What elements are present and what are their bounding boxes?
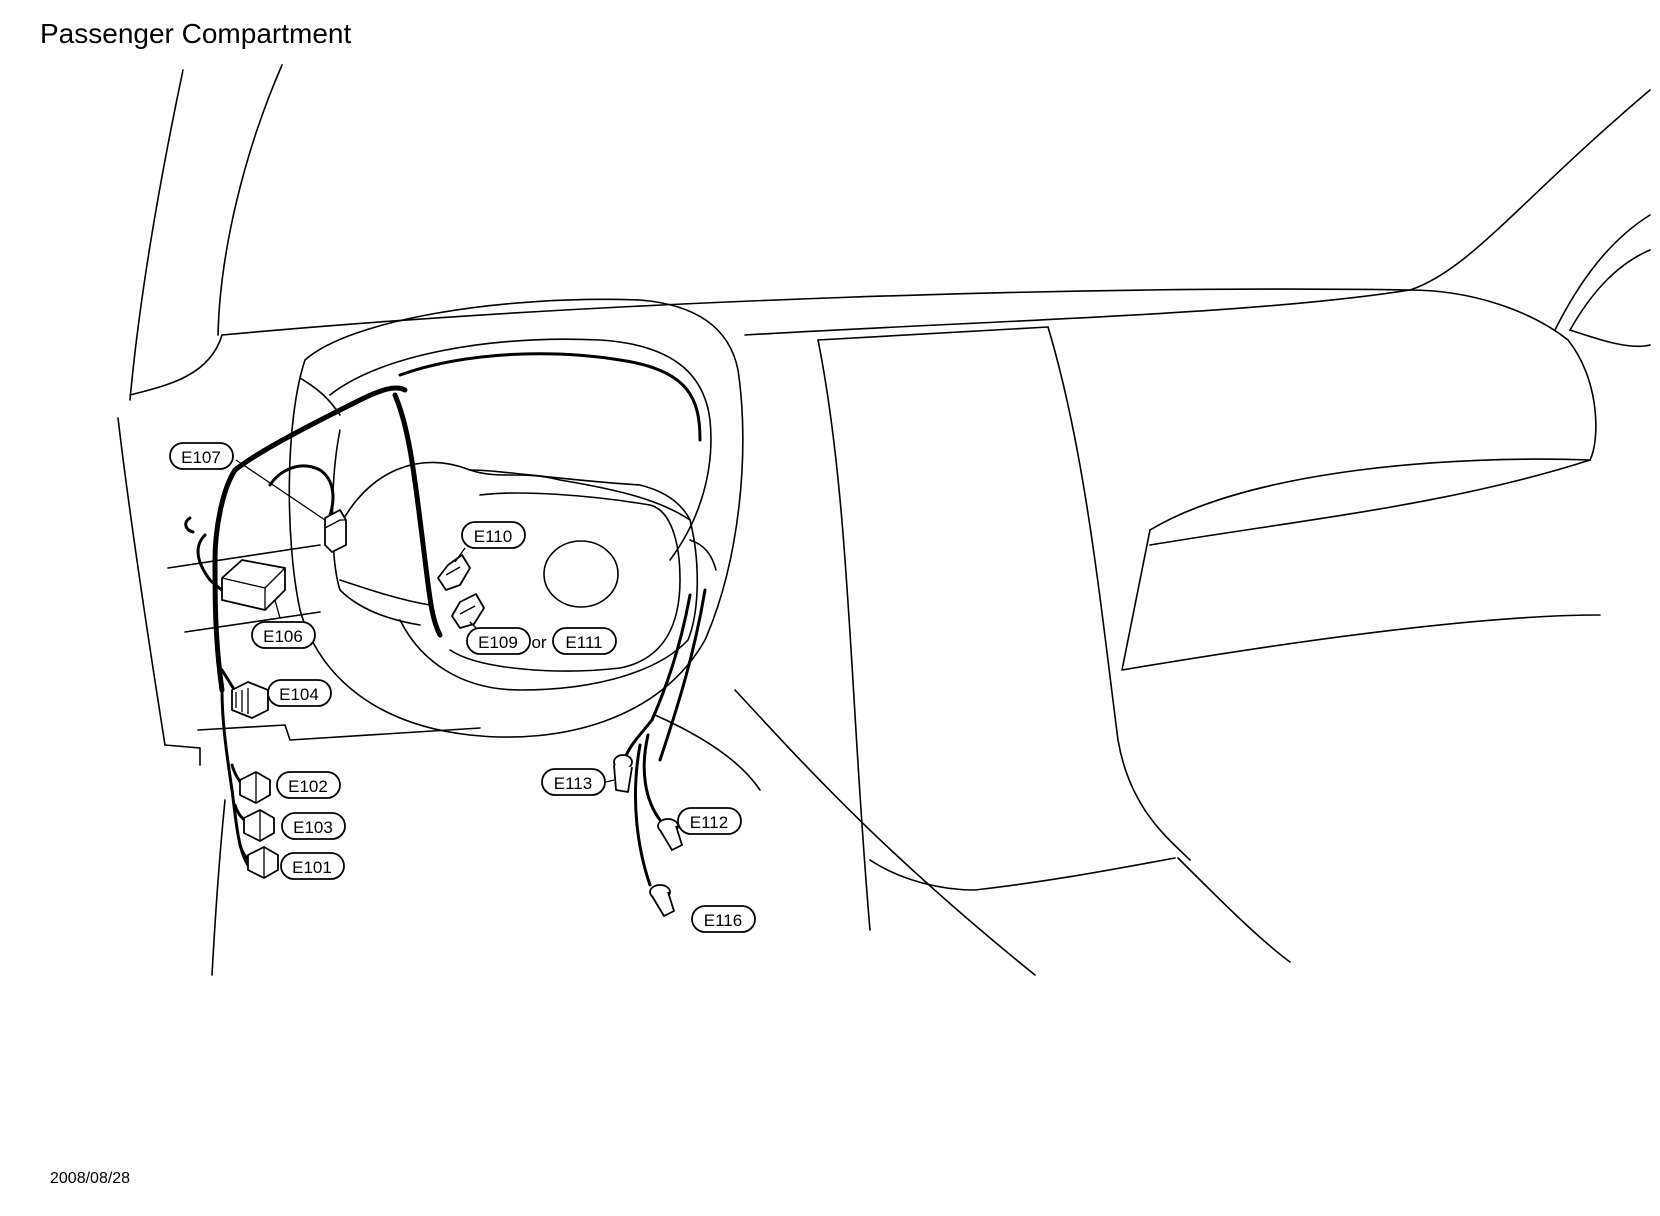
steering-wheel-inner-rim [329,338,712,561]
label-e104: E104 [267,679,332,707]
leader-e110 [454,547,466,563]
connector-e112-body [657,818,683,851]
label-e110-text: E110 [474,527,512,546]
label-e109-text: E109 [478,633,518,652]
wheel-spoke-upper [299,377,341,416]
knee-panel-lower [184,611,321,633]
label-e101: E101 [280,852,345,880]
label-e111-text: E111 [565,633,602,652]
door-frame-inner [1569,249,1651,331]
label-e110: E110 [461,521,526,549]
steering-wheel-outer-rim [288,298,744,738]
wheel-spoke-left [339,579,431,606]
connector-e116-body [649,884,675,917]
label-e112: E112 [677,807,742,835]
harness-to-e107 [268,464,335,517]
console-panel-top [817,326,1049,341]
dash-lower-edge [197,724,481,741]
wheel-upper-hub-line [339,461,691,526]
wheel-rim-inner-left [331,429,421,626]
harness-right-loop [398,352,702,442]
label-e112-text: E112 [690,813,728,832]
connector-e110-body [437,554,471,591]
wheel-spoke-right [689,539,717,571]
label-or: or [531,633,546,652]
label-e103: E103 [281,812,346,840]
leader-e106 [274,599,281,619]
pillar-base [129,334,223,396]
wheel-hub-outline [399,469,699,691]
door-frame-bottom [1569,329,1651,348]
label-e116-text: E116 [704,911,742,930]
connector-e107-body [324,509,347,553]
connector-e104-body [231,681,269,719]
label-e102-text: E102 [288,777,328,796]
connector-e109-body [451,593,485,629]
label-e107-text: E107 [181,448,221,467]
connector-e113-body [613,754,633,793]
revision-date: 2008/08/28 [50,1170,131,1187]
wheel-hub-inner [449,492,681,672]
label-e116: E116 [691,905,756,933]
glovebox-top [1149,459,1591,546]
label-e101-text: E101 [292,858,332,877]
connector-e101-body [247,846,279,879]
console-front [1177,857,1291,963]
label-e113: E113 [541,768,606,796]
label-e107: E107 [169,442,234,470]
harness-right-drop-b [658,588,707,762]
label-e109: E109 [466,627,531,655]
glovebox-left [1121,529,1151,671]
leader-e113 [605,779,615,783]
a-pillar-rear-edge [217,64,283,336]
kick-panel-left [117,417,166,746]
label-e102: E102 [276,771,341,799]
a-pillar-front-edge [129,69,184,401]
page-title: Passenger Compartment [40,18,352,49]
label-e104-text: E104 [279,685,319,704]
dash-right-end [1567,339,1597,461]
windshield-right-line [1409,89,1651,291]
door-frame-outer [1554,214,1651,331]
main-harness-left-drop [212,467,238,693]
horn-pad [543,540,619,608]
console-panel-left [817,339,871,931]
harness-hook [184,516,195,534]
leader-e107 [235,459,326,521]
label-e113-text: E113 [554,774,592,793]
glovebox-bottom [1121,614,1601,671]
harness-to-e116 [633,743,652,887]
label-e106: E106 [251,621,316,649]
dash-upper-curve [744,289,1411,336]
floor-left-line [211,799,226,976]
knee-panel-upper [167,544,321,569]
column-lower-line [654,714,761,791]
console-panel-right [1047,326,1191,861]
dash-top-edge [221,288,1569,341]
dash-right-bottom [1149,458,1591,531]
connector-e106-body [221,559,286,611]
label-e106-text: E106 [263,627,303,646]
harness-to-e112 [642,733,662,822]
console-side-left [734,689,1036,976]
harness-center-drop [392,392,443,638]
connector-e102-body [239,771,271,804]
console-side-right [869,857,1176,891]
label-e111: E111 [552,627,617,655]
main-harness-upper [232,385,408,473]
kick-panel-bottom [164,744,201,766]
harness-right-drop-a [650,593,692,722]
connector-e103-body [243,809,275,842]
label-e103-text: E103 [293,818,333,837]
